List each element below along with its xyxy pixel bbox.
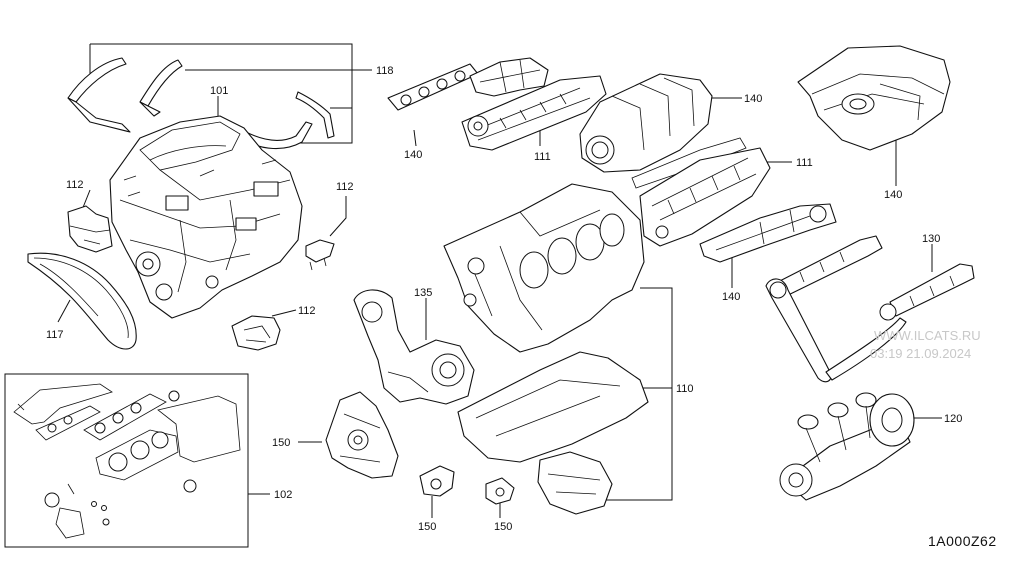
part-111-cylinder-head-right[interactable] [639,147,792,247]
part-150-water-outlet-left[interactable] [419,465,455,518]
part-110-oil-pan-assembly[interactable] [457,287,673,515]
callout-140-engine-cover: 140 [884,189,902,201]
watermark-timestamp: 03:19 21.09.2024 [870,346,971,361]
callout-150-front-cover: 150 [272,437,290,449]
callout-135: 135 [414,287,432,299]
part-140-engine-cover[interactable] [797,45,951,186]
part-118-hoses[interactable] [67,43,372,150]
callout-112-lower-mount: 112 [298,305,316,317]
callout-140-exhaust-right: 140 [722,291,740,303]
part-120-crankshaft-pistons[interactable] [779,392,942,501]
callout-111-right-head: 111 [796,157,813,169]
part-101-engine-assembly[interactable] [109,96,303,319]
diagram-code: 1A000Z62 [928,533,997,549]
part-102-gasket-kit[interactable] [4,373,270,548]
watermark-site: WWW.ILCATS.RU [874,328,981,343]
callout-150-outlet-right: 150 [494,521,512,533]
part-117-drive-belt[interactable] [27,252,137,350]
callout-101: 101 [210,85,228,97]
part-140-exhaust-gasket-left[interactable] [387,63,479,147]
callout-118: 118 [376,65,394,77]
part-exhaust-manifold-left[interactable] [469,57,549,97]
callout-112-right-mount: 112 [336,181,354,193]
callout-102: 102 [274,489,292,501]
callout-120: 120 [944,413,962,425]
part-140-exhaust-manifold-right[interactable] [699,203,837,288]
part-150-water-outlet-right[interactable] [485,477,515,518]
part-112-mount-lower[interactable] [231,309,297,351]
callout-150-outlet-left: 150 [418,521,436,533]
callout-140-exhaust-gasket: 140 [404,149,422,161]
callout-140-intake: 140 [744,93,762,105]
part-112-mount-right[interactable] [305,196,347,271]
callout-110: 110 [676,383,694,395]
part-112-mount-left[interactable] [67,189,113,253]
part-111-cylinder-head-left[interactable] [461,75,607,151]
part-130-camshafts-timing-chain[interactable] [765,235,975,383]
part-140-intake-manifold[interactable] [579,73,747,189]
callout-117: 117 [46,329,64,341]
callout-130: 130 [922,233,940,245]
callout-111-left-head: 111 [534,151,551,163]
part-cylinder-block[interactable] [443,183,645,353]
part-150-front-cover[interactable] [298,391,399,479]
part-135-oil-pump[interactable] [353,289,475,405]
callout-112-left-mount: 112 [66,179,84,191]
